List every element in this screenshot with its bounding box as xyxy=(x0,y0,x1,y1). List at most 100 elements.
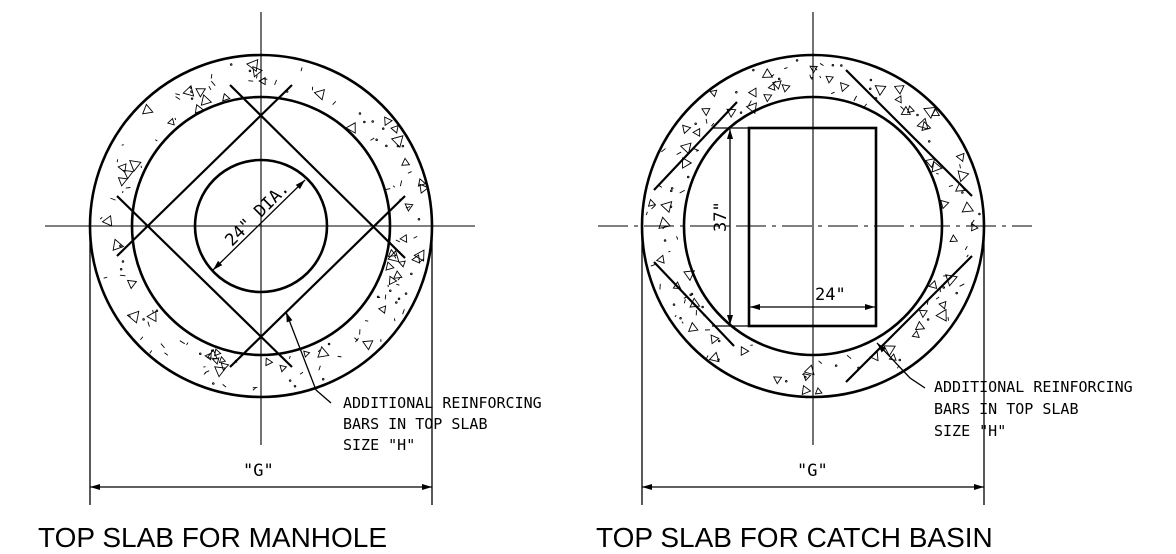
aggregate-mark xyxy=(199,352,202,356)
catch-basin-note-leader xyxy=(876,342,926,389)
manhole-reinforcing-bars xyxy=(116,84,406,368)
manhole-title: TOP SLAB FOR MANHOLE xyxy=(38,522,387,553)
aggregate-mark xyxy=(208,85,212,91)
manhole-opening-circle xyxy=(193,158,329,294)
aggregate-mark xyxy=(404,292,408,295)
aggregate-mark xyxy=(204,352,212,361)
aggregate-mark xyxy=(419,183,430,194)
aggregate-mark xyxy=(179,340,185,345)
aggregate-mark xyxy=(210,80,216,86)
aggregate-mark xyxy=(393,318,396,322)
aggregate-mark xyxy=(147,321,150,327)
aggregate-mark xyxy=(384,116,394,127)
aggregate-mark xyxy=(739,111,743,114)
aggregate-mark xyxy=(683,270,696,282)
aggregate-mark xyxy=(809,74,812,78)
aggregate-mark xyxy=(140,336,144,341)
aggregate-mark xyxy=(222,384,227,388)
catch-basin-note-line-1: ADDITIONAL REINFORCING xyxy=(934,378,1133,396)
aggregate-mark xyxy=(389,289,392,292)
aggregate-mark xyxy=(212,382,215,385)
aggregate-mark xyxy=(914,320,926,331)
aggregate-mark xyxy=(670,189,673,193)
aggregate-mark xyxy=(385,261,395,271)
aggregate-mark xyxy=(740,346,750,356)
manhole-opening-label: 24" DIA. xyxy=(221,178,293,250)
aggregate-mark xyxy=(195,88,207,98)
manhole-opening-dimension-line xyxy=(212,179,306,271)
aggregate-mark xyxy=(395,239,400,243)
aggregate-mark xyxy=(141,103,154,115)
aggregate-mark xyxy=(955,152,965,163)
aggregate-mark xyxy=(404,203,414,212)
aggregate-mark xyxy=(926,318,930,321)
aggregate-mark xyxy=(705,118,708,124)
aggregate-mark xyxy=(358,112,362,115)
aggregate-mark xyxy=(647,198,657,207)
aggregate-mark xyxy=(819,63,824,66)
aggregate-mark xyxy=(390,135,404,149)
aggregate-mark xyxy=(682,157,693,169)
catch-basin-opening-rectangle xyxy=(747,126,878,328)
aggregate-mark xyxy=(410,272,413,276)
aggregate-mark xyxy=(390,124,399,134)
aggregate-mark xyxy=(669,205,673,208)
aggregate-mark xyxy=(670,187,674,190)
aggregate-mark xyxy=(123,169,134,180)
aggregate-mark xyxy=(911,329,920,338)
aggregate-mark xyxy=(694,122,697,125)
aggregate-mark xyxy=(186,342,189,346)
aggregate-mark xyxy=(121,144,124,146)
aggregate-mark xyxy=(679,189,685,194)
aggregate-mark xyxy=(190,97,194,100)
aggregate-mark xyxy=(140,165,142,169)
aggregate-mark xyxy=(154,139,158,142)
aggregate-mark xyxy=(397,277,401,281)
aggregate-mark xyxy=(265,357,274,367)
aggregate-mark xyxy=(804,375,807,379)
aggregate-mark xyxy=(229,63,233,66)
aggregate-mark xyxy=(363,120,366,124)
aggregate-mark xyxy=(252,66,263,78)
aggregate-mark xyxy=(293,384,297,388)
aggregate-mark xyxy=(248,69,252,73)
aggregate-mark xyxy=(411,254,421,264)
aggregate-mark xyxy=(785,380,788,383)
aggregate-mark xyxy=(371,120,374,123)
aggregate-mark xyxy=(709,89,718,98)
aggregate-mark xyxy=(279,364,288,373)
aggregate-mark xyxy=(918,309,928,319)
aggregate-mark xyxy=(682,124,692,135)
aggregate-mark xyxy=(834,364,838,367)
aggregate-mark xyxy=(345,122,356,134)
aggregate-mark xyxy=(689,293,692,297)
aggregate-mark xyxy=(365,320,369,322)
aggregate-mark xyxy=(761,67,774,78)
aggregate-mark xyxy=(928,279,938,290)
aggregate-mark xyxy=(874,85,887,97)
aggregate-mark xyxy=(318,365,321,371)
manhole-aggregate-hatch xyxy=(99,58,430,391)
aggregate-mark xyxy=(809,65,818,74)
aggregate-mark xyxy=(830,91,835,95)
aggregate-mark xyxy=(222,92,231,102)
aggregate-mark xyxy=(252,387,256,391)
aggregate-mark xyxy=(288,355,291,359)
aggregate-mark xyxy=(214,366,227,378)
aggregate-mark xyxy=(978,212,981,216)
aggregate-mark xyxy=(396,144,400,148)
aggregate-mark xyxy=(211,357,220,365)
aggregate-mark xyxy=(399,180,403,187)
aggregate-mark xyxy=(417,217,421,221)
aggregate-mark xyxy=(355,337,359,343)
aggregate-mark xyxy=(370,137,375,141)
aggregate-mark xyxy=(377,305,387,314)
aggregate-mark xyxy=(658,216,672,230)
aggregate-mark xyxy=(948,184,953,187)
aggregate-mark xyxy=(419,258,424,263)
aggregate-mark xyxy=(663,239,667,242)
aggregate-mark xyxy=(710,334,720,345)
aggregate-mark xyxy=(101,214,113,227)
aggregate-mark xyxy=(894,95,902,104)
aggregate-mark xyxy=(708,351,720,363)
